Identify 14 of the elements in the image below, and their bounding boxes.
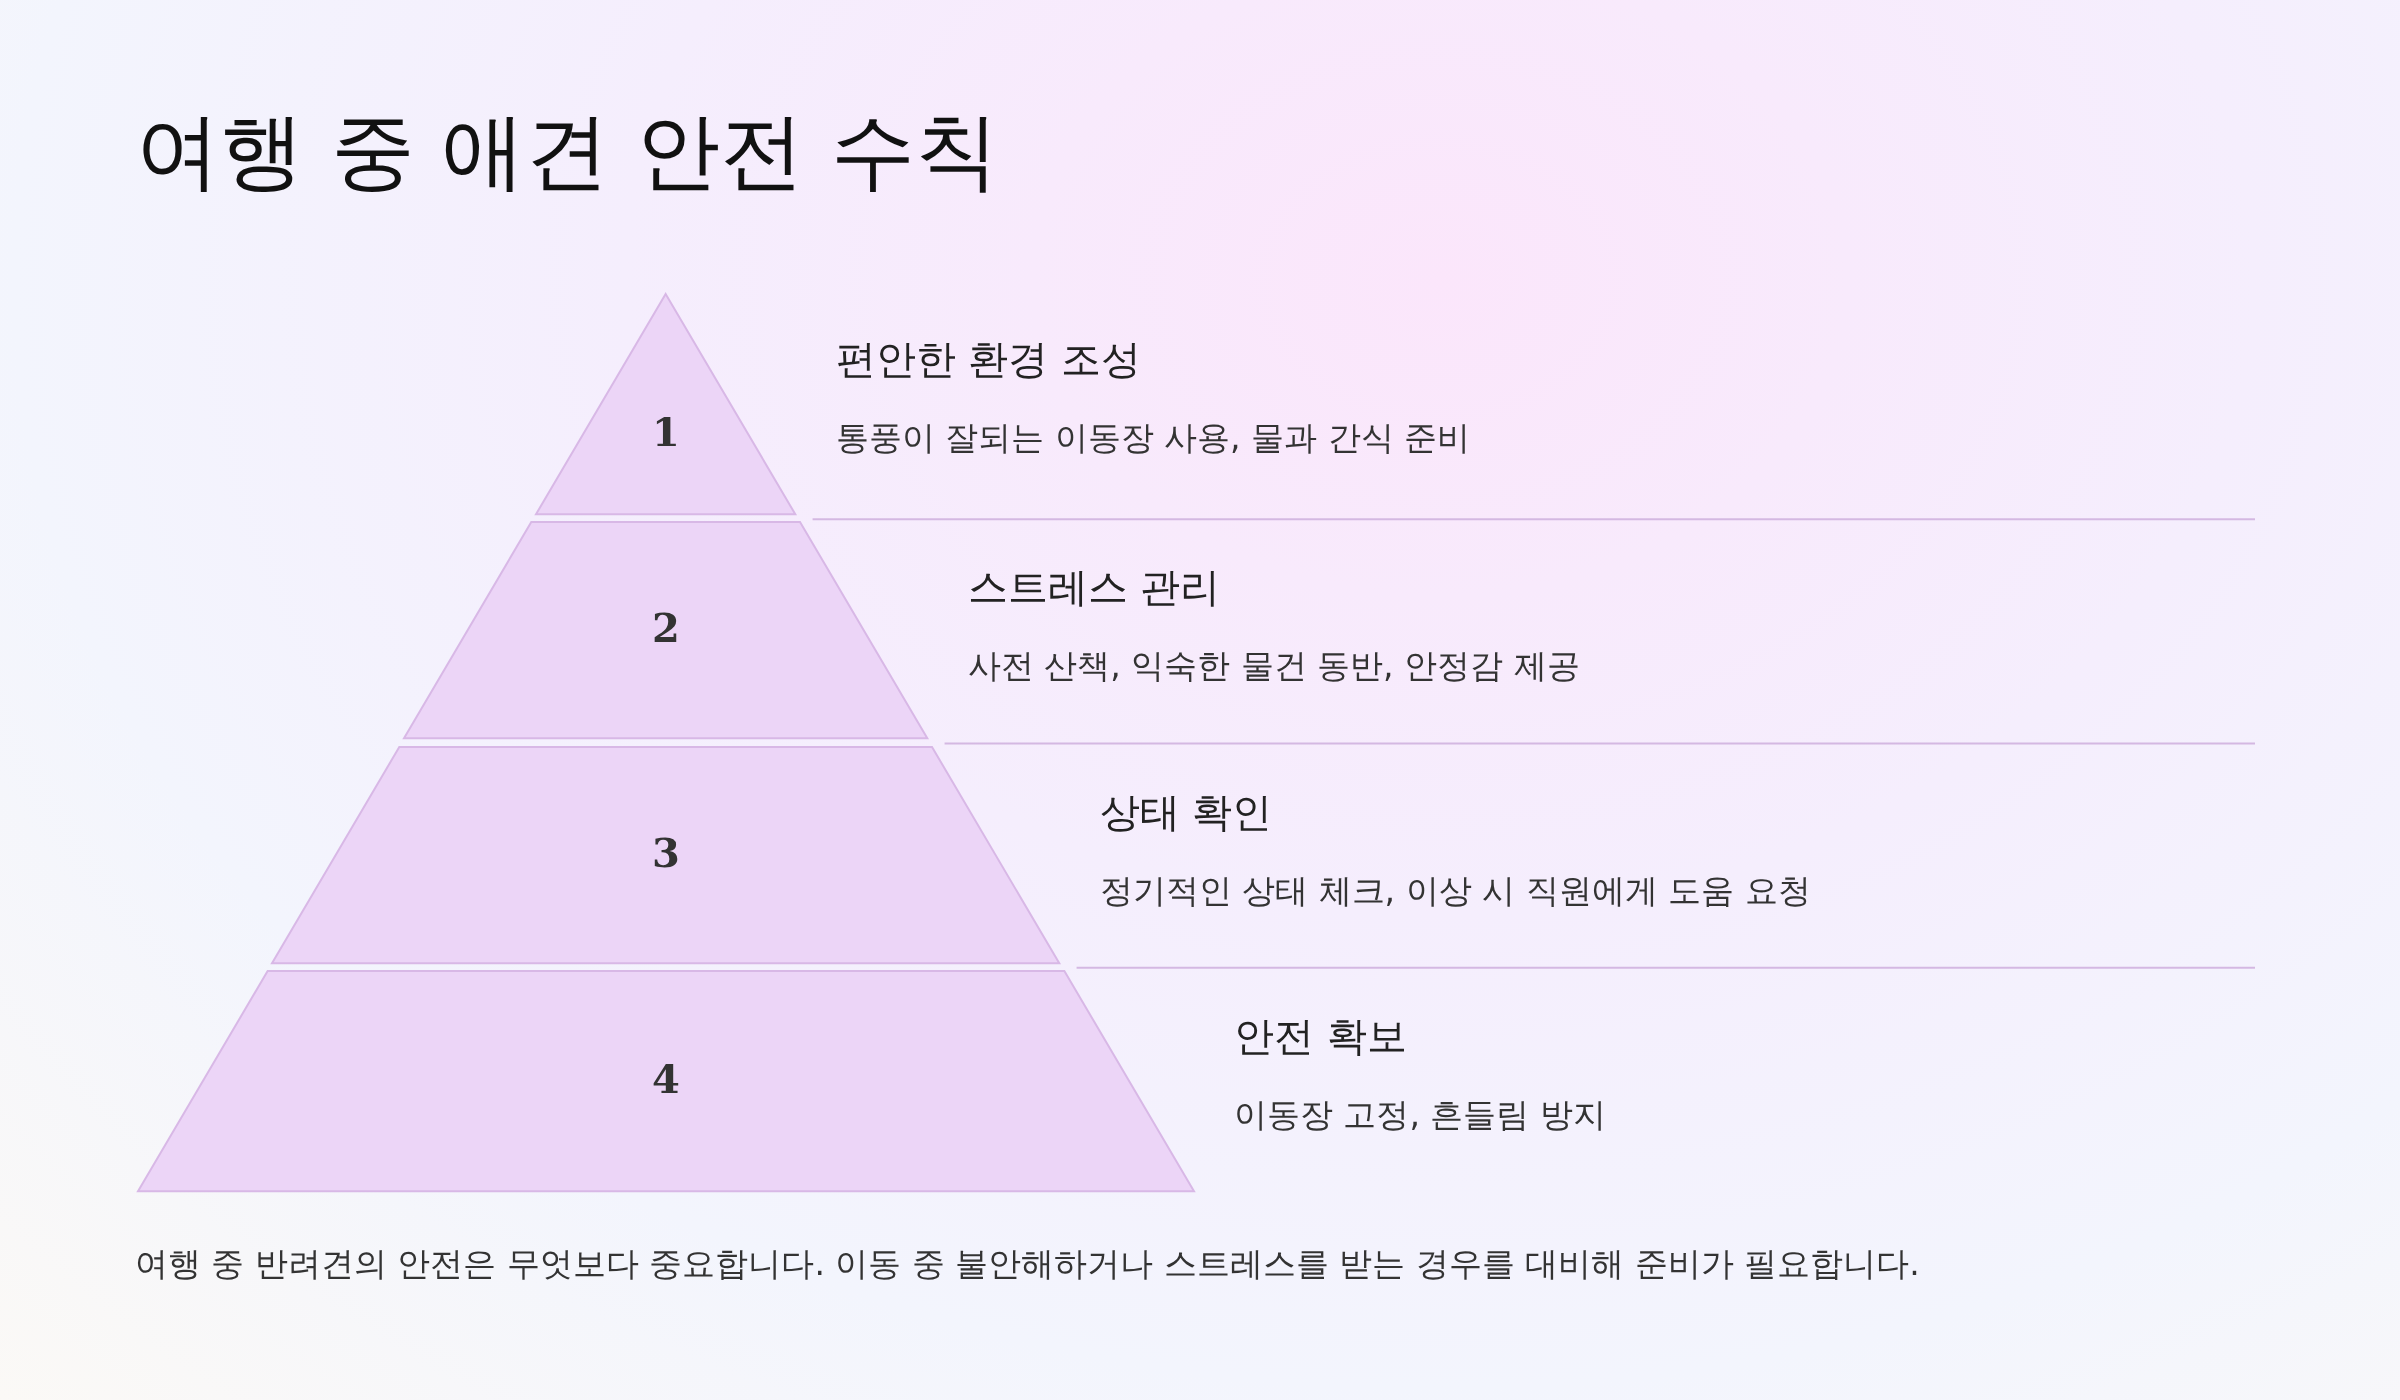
tier-heading: 스트레스 관리 [967,563,1221,613]
tier-heading: 상태 확인 [1099,787,1273,837]
tier-number: 3 [651,828,681,876]
tier-heading: 편안한 환경 조성 [835,335,1142,384]
title: 여행 중 애견 안전 수칙 [136,101,999,202]
tier-description: 이동장 고정, 흔들림 방지 [1234,1093,1606,1136]
tier-description: 통풍이 잘되는 이동장 사용, 물과 간식 준비 [835,417,1471,459]
tier-number: 4 [651,1054,681,1102]
tier-description: 사전 산책, 익숙한 물건 동반, 안정감 제공 [967,645,1580,688]
caption: 여행 중 반려견의 안전은 무엇보다 중요합니다. 이동 중 불안해하거나 스트레스를 받는 경우를 대비해 준비가 필요합니다. [135,1243,1920,1285]
tier-number: 2 [651,604,681,652]
tier-description: 정기적인 상태 체크, 이상 시 직원에게 도움 요청 [1099,869,1811,912]
tier-number: 1 [651,408,681,456]
tier-heading: 안전 확보 [1234,1011,1407,1061]
